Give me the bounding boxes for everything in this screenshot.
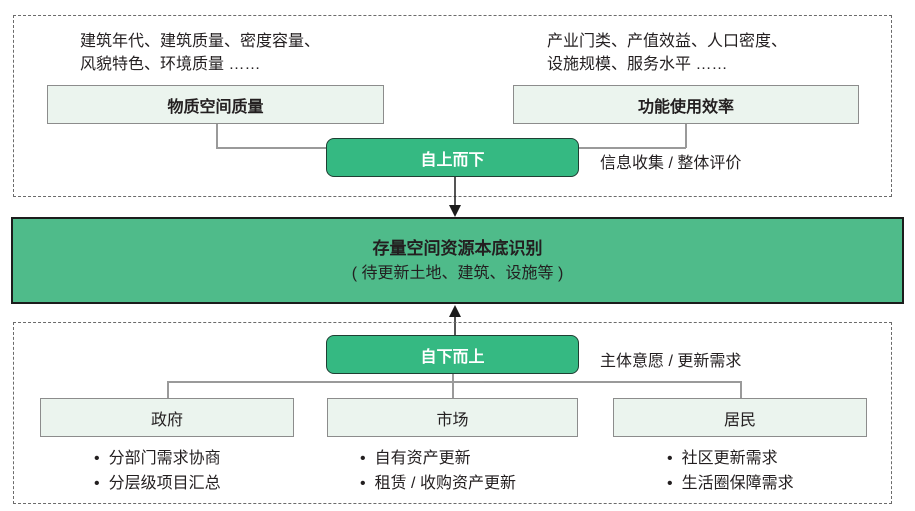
function-efficiency-desc-line-2: 设施规模、服务水平 …… [547, 56, 728, 73]
list-item: 自有资产更新 [360, 446, 516, 471]
physical-quality-desc-line-2: 风貌特色、环境质量 …… [80, 56, 261, 73]
function-efficiency-desc-line-1: 产业门类、产值效益、人口密度、 [547, 33, 788, 50]
group-market-box: 市场 [327, 398, 578, 437]
physical-space-quality-box: 物质空间质量 [47, 85, 384, 124]
top-connector-left-vertical [216, 124, 218, 148]
top-connector-right-vertical [685, 124, 687, 148]
info-collection-note: 信息收集 / 整体评价 [600, 155, 742, 172]
function-efficiency-box: 功能使用效率 [513, 85, 859, 124]
bottom-connector-horizontal [167, 381, 741, 383]
physical-quality-desc-line-1: 建筑年代、建筑质量、密度容量、 [80, 33, 321, 50]
list-item: 生活圈保障需求 [667, 471, 794, 496]
group-government-box: 政府 [40, 398, 294, 437]
bottom-connector-right-vertical [740, 381, 742, 398]
list-item: 社区更新需求 [667, 446, 794, 471]
core-title: 存量空间资源本底识别 [372, 238, 543, 258]
core-subtitle: ( 待更新土地、建筑、设施等 ) [351, 264, 564, 282]
top-down-pill: 自上而下 [326, 138, 579, 177]
market-bullet-list: 自有资产更新 租赁 / 收购资产更新 [360, 446, 516, 496]
list-item: 租赁 / 收购资产更新 [360, 471, 516, 496]
down-arrowhead [449, 205, 461, 217]
bottom-up-panel [13, 322, 892, 504]
subject-intent-note: 主体意愿 / 更新需求 [600, 353, 742, 370]
group-residents-box: 居民 [613, 398, 867, 437]
list-item: 分层级项目汇总 [94, 471, 221, 496]
residents-bullet-list: 社区更新需求 生活圈保障需求 [667, 446, 794, 496]
bottom-connector-center-vertical [452, 374, 454, 398]
bottom-connector-left-vertical [167, 381, 169, 398]
core-identification-box: 存量空间资源本底识别 ( 待更新土地、建筑、设施等 ) [11, 217, 904, 304]
bottom-up-pill: 自下而上 [326, 335, 579, 374]
government-bullet-list: 分部门需求协商 分层级项目汇总 [94, 446, 221, 496]
up-arrowhead [449, 305, 461, 317]
top-down-panel [13, 15, 892, 197]
list-item: 分部门需求协商 [94, 446, 221, 471]
